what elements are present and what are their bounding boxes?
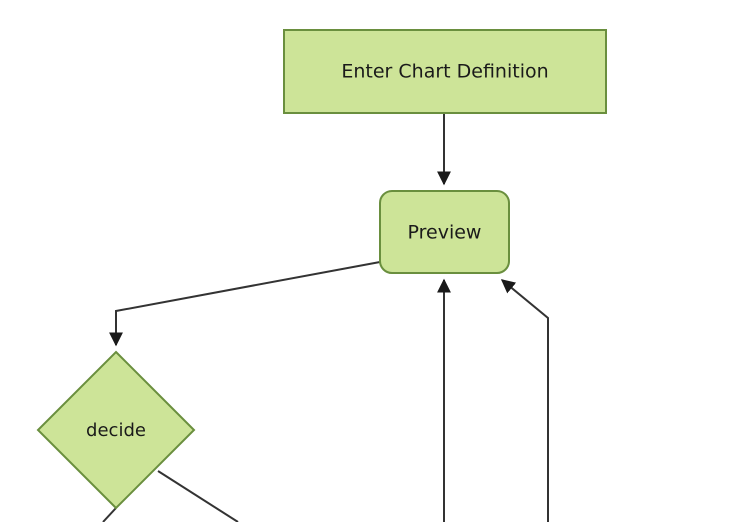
edge-decide-bottom-left	[102, 507, 117, 522]
edge-decide-bottom-right	[157, 470, 239, 522]
node-enter-chart-definition[interactable]: Enter Chart Definition	[283, 29, 607, 114]
node-preview[interactable]: Preview	[379, 190, 510, 274]
node-enter-chart-definition-label: Enter Chart Definition	[341, 61, 548, 83]
node-decide[interactable]: decide	[36, 350, 196, 510]
node-decide-shape[interactable]	[36, 350, 196, 510]
node-preview-shape[interactable]	[379, 190, 510, 274]
node-enter-chart-definition-shape[interactable]	[283, 29, 607, 114]
node-decide-label: decide	[86, 420, 146, 441]
edge-preview-to-decide	[109, 261, 381, 347]
edge-group	[102, 113, 549, 522]
node-preview-label: Preview	[408, 222, 482, 244]
edge-bottom-right-to-preview	[500, 279, 549, 522]
